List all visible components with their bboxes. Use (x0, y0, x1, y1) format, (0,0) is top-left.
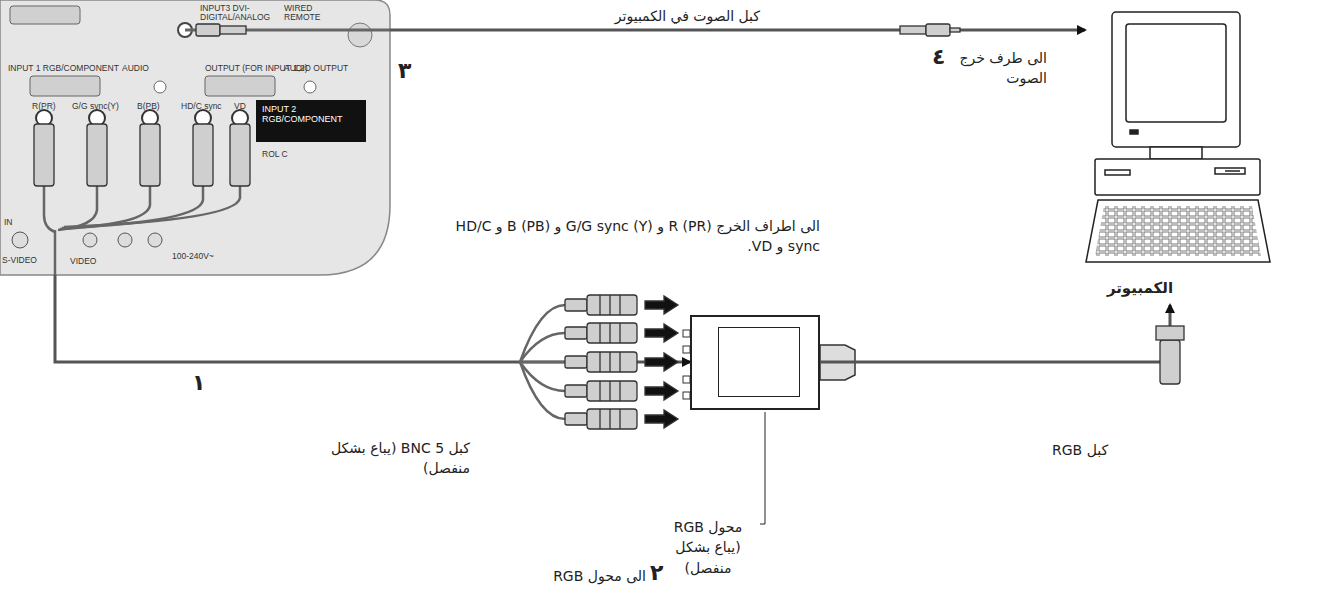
panel-label: AUDIO OUTPUT (284, 64, 348, 73)
plug-ridge (599, 352, 600, 372)
video-jack (148, 233, 162, 247)
plug-ridge (609, 381, 610, 401)
audio-jack (154, 81, 166, 93)
plug-ridge (619, 295, 620, 315)
video-jack (118, 233, 132, 247)
plug-ridge (599, 381, 600, 401)
computer-illustration (1086, 12, 1270, 262)
bnc-wires (44, 185, 240, 275)
plug-part (565, 385, 587, 397)
cable-connector (55, 275, 690, 362)
plug-part (565, 299, 587, 311)
cable-label: كبل الصوت في الكمبيوتر (560, 6, 760, 26)
panel-label: S-VIDEO (2, 256, 37, 265)
audio-plug (196, 24, 960, 36)
svideo-jack (12, 232, 28, 248)
callout-number: ٣ (398, 60, 411, 82)
plug-ridge (609, 295, 610, 315)
panel-label: R(PR) (32, 102, 56, 111)
projector-body (0, 0, 390, 275)
plug-ridge (609, 409, 610, 429)
bnc-bundle-wires (520, 305, 565, 419)
plug-part (587, 381, 637, 401)
panel-label: WIRED REMOTE (284, 4, 334, 23)
plug-part (645, 296, 678, 314)
plug-ridge (619, 381, 620, 401)
callout-number: ١ (192, 372, 205, 394)
bnc-plugs (34, 124, 250, 186)
panel-label: ROL C (262, 150, 290, 159)
leader-line (760, 412, 765, 524)
plug-ridge (619, 409, 620, 429)
panel-label: AUDIO (122, 64, 149, 73)
terminal-note: الى طرف خرج الصوت (955, 48, 1047, 89)
cable-label: كبل BNC 5 (يباع بشكل منفصل) (328, 438, 470, 479)
converter-window (718, 327, 800, 397)
remote-jack (348, 23, 372, 47)
audio-jack (304, 81, 316, 93)
device-label: الكمبيوتر (1085, 278, 1195, 300)
vga-port (30, 76, 100, 96)
device-label: محول RGB (يباع بشكل منفصل) (660, 517, 756, 578)
plug-part (565, 356, 587, 368)
plug-part (645, 382, 678, 400)
projector-panel: INPUT3 DVI-DIGITAL/ANALOGWIRED REMOTE INP… (0, 0, 390, 275)
plug-part (645, 353, 678, 371)
plug-ridge (599, 323, 600, 343)
computer: الكمبيوتر (1085, 10, 1275, 305)
plug-ridge (619, 323, 620, 343)
panel-label: VD (234, 102, 246, 111)
cable-connector (390, 29, 1085, 32)
bnc-plugs (565, 295, 678, 429)
terminal-note: الى اطراف الخرج R (PR) و G/G sync (Y) و … (450, 216, 820, 257)
panel-label: VIDEO (70, 257, 96, 266)
panel-label: 100-240V~ (172, 252, 214, 261)
panel-label: HD/C sync (181, 102, 222, 111)
plug-part (645, 324, 678, 342)
plug-part (587, 352, 637, 372)
cable-connector (820, 305, 1170, 362)
panel-label: G/G sync(Y) (72, 102, 119, 111)
video-jack (83, 233, 97, 247)
plug-part (645, 410, 678, 428)
cable-label: كبل RGB (1052, 440, 1108, 460)
plug-ridge (609, 352, 610, 372)
input2-panel (256, 100, 366, 142)
panel-label: B(PB) (137, 102, 160, 111)
plug-part (565, 327, 587, 339)
vga-port (205, 76, 275, 96)
plug-part (565, 413, 587, 425)
plug-part (587, 409, 637, 429)
plug-ridge (609, 323, 610, 343)
plug-ridge (619, 352, 620, 372)
rgb-converter: محول RGB (يباع بشكل منفصل) (690, 315, 820, 410)
callout-number: ٤ (932, 46, 945, 68)
terminal-note: الى محول RGB (508, 566, 646, 586)
plug-part (587, 323, 637, 343)
plug-ridge (599, 409, 600, 429)
panel-label: IN (4, 218, 13, 227)
rgb-plug (1156, 326, 1184, 384)
plug-part (587, 295, 637, 315)
panel-label: INPUT3 DVI-DIGITAL/ANALOG (200, 4, 284, 23)
plug-ridge (599, 295, 600, 315)
panel-label: INPUT 2 RGB/COMPONENT (262, 105, 358, 125)
panel-label: INPUT 1 RGB/COMPONENT (8, 64, 119, 73)
dvi-port (10, 6, 80, 24)
converter-pins (683, 330, 690, 399)
callout-number: ٢ (650, 562, 663, 584)
